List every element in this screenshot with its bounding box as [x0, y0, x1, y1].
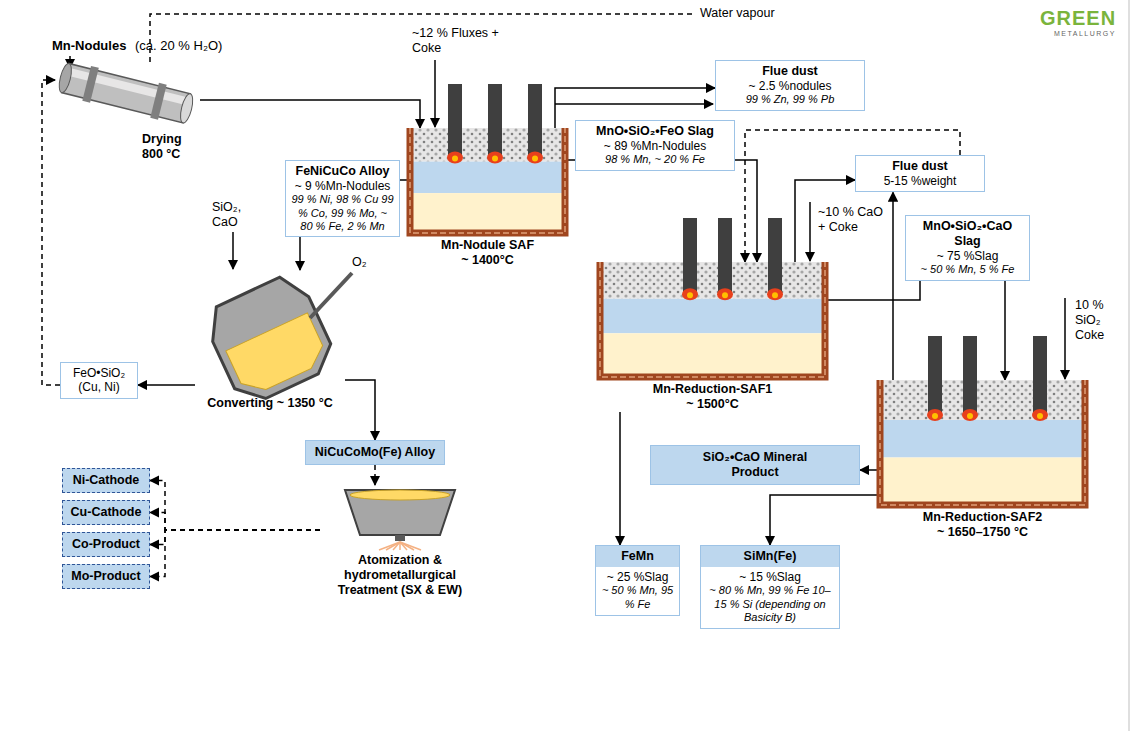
- node-text: ~ 1500°C: [600, 397, 825, 412]
- shape-graphic: [320, 485, 480, 551]
- flow-connector: [150, 481, 320, 531]
- vapour-line: [150, 14, 695, 62]
- node-text: SiMn(Fe): [701, 546, 839, 567]
- node-text: Atomization & hydrometallurgical Treatme…: [320, 553, 480, 598]
- slide-border: [1129, 0, 1130, 731]
- node-text: ~ 1400°C: [410, 253, 565, 268]
- node-text: SiO₂•CaO Mineral Product: [695, 450, 815, 480]
- diagram-label: METALLURGY: [1054, 30, 1116, 38]
- node-text: ~ 2.5 %nodules: [721, 79, 859, 93]
- node-text: ~ 75 %Slag: [911, 249, 1024, 263]
- furnace: Mn-Reduction-SAF2~ 1650–1750 °C: [880, 380, 1085, 540]
- diagram-label: Water vapour: [700, 6, 775, 21]
- node-text: ~ 9 %Mn-Nodules: [291, 179, 394, 193]
- diagram-label: Mn-Nodules: [52, 38, 126, 54]
- flux-arrow: [809, 202, 811, 261]
- node-text: Flue dust: [861, 159, 979, 174]
- drying-drum: Drying 800 °C: [55, 60, 200, 162]
- node-text: FeMn: [596, 546, 679, 567]
- flow-connector: [1004, 281, 1006, 380]
- flux-arrow: [434, 60, 436, 127]
- flow-connector: [200, 100, 420, 128]
- converter: Converting ~ 1350 °C: [195, 270, 345, 411]
- diagram-label: 10 % SiO₂ Coke: [1075, 298, 1127, 343]
- node-text: Co-Product: [66, 537, 146, 552]
- node-text: 99 % Zn, 99 % Pb: [721, 93, 859, 106]
- flux-arrow: [232, 232, 234, 269]
- furnace: Mn-Nodule SAF~ 1400°C: [410, 128, 565, 268]
- process-box: FeNiCuCo Alloy~ 9 %Mn-Nodules99 % Ni, 98…: [285, 160, 400, 237]
- product-box: Cu-Cathode: [62, 500, 150, 525]
- flow-connector: [42, 80, 60, 385]
- node-text: (Cu, Ni): [66, 380, 132, 394]
- node-text: Drying 800 °C: [142, 132, 200, 162]
- node-text: Flue dust: [721, 64, 859, 79]
- flow-connector: [138, 384, 195, 386]
- node-text: Mo-Product: [66, 569, 146, 584]
- diagram-label: ~10 % CaO + Coke: [818, 205, 890, 235]
- product-box: SiO₂•CaO Mineral Product: [650, 445, 860, 485]
- shape-graphic: [600, 262, 825, 377]
- node-text: ~ 80 % Mn, 99 % Fe 10–15 % Si (depending…: [705, 584, 835, 624]
- product-box: Mo-Product: [62, 564, 150, 589]
- flow-connector: [150, 513, 320, 531]
- flow-connector: [619, 412, 621, 545]
- product-box: Ni-Cathode: [62, 468, 150, 493]
- node-text: ~ 1650–1750 °C: [880, 525, 1085, 540]
- flow-connector: [374, 465, 376, 485]
- process-box: MnO•SiO₂•FeO Slag~ 89 %Mn-Nodules98 % Mn…: [575, 120, 735, 171]
- product-box: Co-Product: [62, 532, 150, 557]
- diagram-label: ~12 % Fluxes + Coke: [412, 26, 512, 56]
- furnace: Mn-Reduction-SAF1~ 1500°C: [600, 262, 825, 412]
- flow-connector: [150, 530, 320, 577]
- flow-connector: [770, 495, 880, 545]
- node-text: ~ 50 % Mn, 95 % Fe: [600, 584, 675, 610]
- process-box: FeO•SiO₂(Cu, Ni): [60, 362, 138, 399]
- product-box: SiMn(Fe) ~ 15 %Slag~ 80 % Mn, 99 % Fe 10–…: [700, 545, 840, 629]
- node-text: Converting ~ 1350 °C: [195, 396, 345, 411]
- node-text: 99 % Ni, 98 % Cu 99 % Co, 99 % Mo, ~ 80 …: [291, 193, 394, 233]
- node-text: FeNiCuCo Alloy: [291, 164, 394, 179]
- diagram-label: (ca. 20 % H₂O): [135, 38, 222, 54]
- node-text: ~ 50 % Mn, 5 % Fe: [911, 263, 1024, 276]
- flow-connector: [150, 530, 320, 545]
- gas-arrow: [555, 103, 713, 105]
- process-box: Flue dust~ 2.5 %nodules99 % Zn, 99 % Pb: [715, 60, 865, 111]
- flow-connector: [892, 192, 894, 380]
- node-text: Cu-Cathode: [66, 505, 146, 520]
- product-box: NiCuCoMo(Fe) Alloy: [305, 440, 445, 465]
- flux-arrow: [1064, 298, 1066, 379]
- flow-connector: [735, 160, 757, 262]
- flow-connector: [345, 380, 375, 440]
- atomizer-ladle: Atomization & hydrometallurgical Treatme…: [320, 485, 480, 598]
- node-text: 5-15 %weight: [861, 174, 979, 188]
- process-box: MnO•SiO₂•CaO Slag~ 75 %Slag~ 50 % Mn, 5 …: [905, 215, 1030, 281]
- shape-graphic: [55, 60, 200, 130]
- process-box: Flue dust5-15 %weight: [855, 155, 985, 192]
- node-text: Mn-Reduction-SAF2: [880, 510, 1085, 525]
- shape-graphic: [410, 128, 565, 233]
- node-text: MnO•SiO₂•CaO Slag: [911, 219, 1024, 249]
- node-text: NiCuCoMo(Fe) Alloy: [311, 445, 439, 460]
- diagram-label: SiO₂, CaO: [212, 200, 254, 230]
- shape-graphic: [195, 270, 345, 395]
- diagram-label: O₂: [352, 255, 367, 270]
- node-text: ~ 89 %Mn-Nodules: [581, 139, 729, 153]
- node-text: ~ 15 %Slag: [705, 570, 835, 584]
- node-text: Ni-Cathode: [66, 473, 146, 488]
- flow-connector: [825, 281, 920, 300]
- node-text: 98 % Mn, ~ 20 % Fe: [581, 153, 729, 166]
- node-text: MnO•SiO₂•FeO Slag: [581, 124, 729, 139]
- product-box: FeMn ~ 25 %Slag~ 50 % Mn, 95 % Fe: [595, 545, 680, 616]
- node-text: FeO•SiO₂: [66, 366, 132, 380]
- flow-connector: [299, 237, 301, 270]
- node-text: ~ 25 %Slag: [600, 570, 675, 584]
- node-text: Mn-Nodule SAF: [410, 238, 565, 253]
- node-text: Mn-Reduction-SAF1: [600, 382, 825, 397]
- diagram-label: GREEN: [1040, 6, 1116, 30]
- shape-graphic: [880, 380, 1085, 505]
